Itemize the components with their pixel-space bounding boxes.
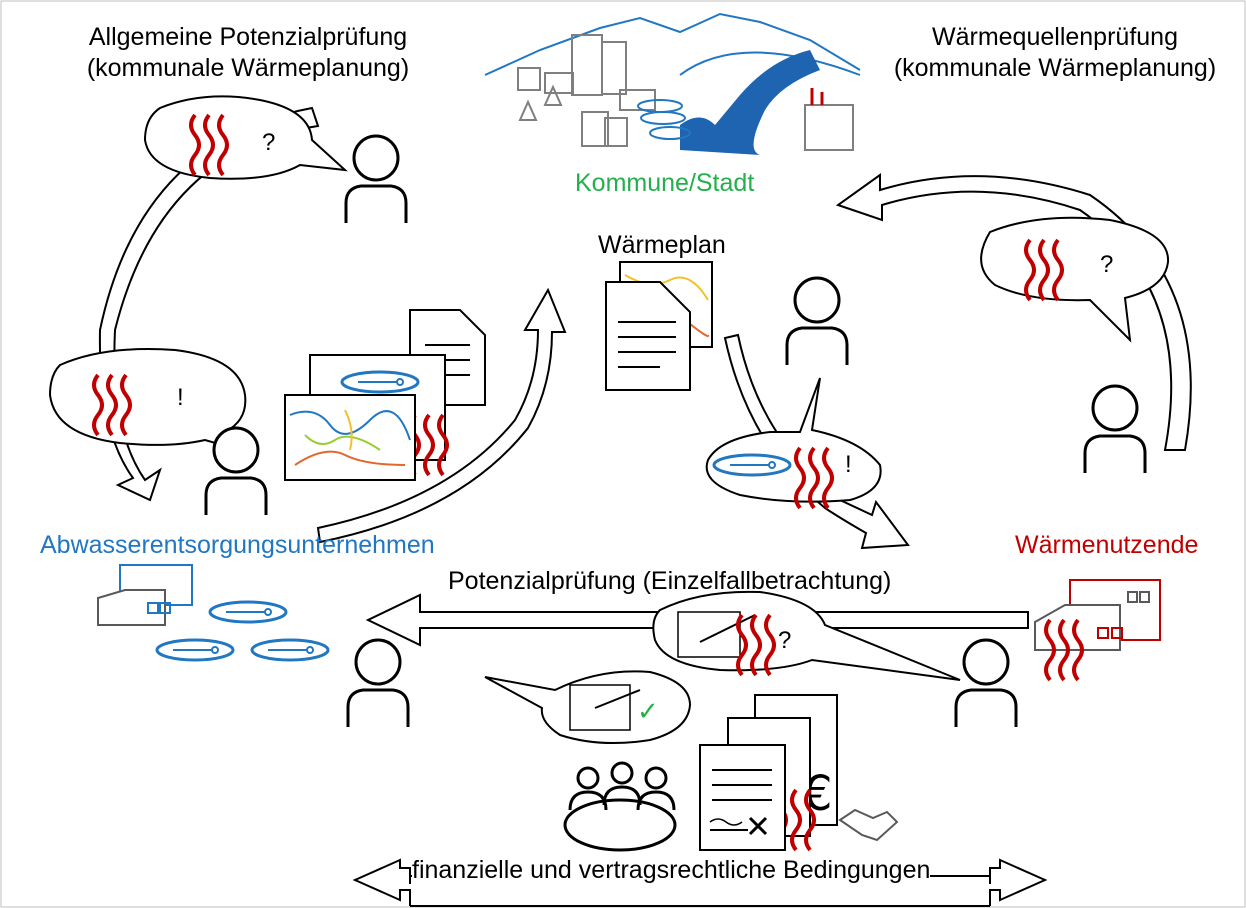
- label-individual-check: Potenzialprüfung (Einzelfallbetrachtung): [448, 567, 892, 595]
- bubble-top-left: ?: [143, 95, 348, 180]
- bubble-text-mid-left: !: [177, 384, 184, 411]
- person-bottom-right: [954, 638, 1018, 729]
- bubble-text-bottom-left: ✓: [637, 697, 659, 727]
- bubble-text-center: !: [845, 451, 852, 478]
- label-municipality: Kommune/Stadt: [575, 169, 755, 197]
- bubble-text-top-right: ?: [1100, 251, 1113, 278]
- label-heat-users: Wärmenutzende: [1015, 531, 1199, 559]
- arrow-general-check: [98, 106, 320, 502]
- arrow-to-heat-users: [723, 333, 910, 550]
- heat-user-building: [1034, 579, 1161, 682]
- label-financial-conditions: finanzielle und vertragsrechtliche Bedin…: [412, 855, 931, 887]
- person-mid-left: [204, 426, 268, 517]
- documents-left: [284, 309, 486, 481]
- label-wastewater-company: Abwasserentsorgungsunternehmen: [40, 531, 435, 559]
- label-source-check: Wärmequellenprüfung (kommunale Wärmeplan…: [893, 23, 1217, 83]
- bubble-top-right: ?: [980, 216, 1170, 343]
- bubble-center: !: [705, 377, 882, 510]
- person-bottom-left: [346, 638, 410, 729]
- person-right: [1083, 384, 1147, 475]
- wastewater-facility: [97, 564, 330, 662]
- city-illustration: [484, 12, 861, 155]
- contract-documents: €: [699, 694, 899, 852]
- meeting-icon: [563, 761, 677, 852]
- bubble-bottom-right: ?: [652, 590, 961, 681]
- handshake-icon: [838, 808, 899, 842]
- label-general-check: Allgemeine Potenzialprüfung (kommunale W…: [86, 23, 410, 83]
- arrow-financial-conditions: [352, 858, 1048, 906]
- bubble-bottom-left: ✓: [484, 670, 692, 745]
- bubble-text-top-left: ?: [262, 129, 275, 156]
- person-center: [785, 276, 849, 367]
- heat-plan-document: [605, 261, 713, 391]
- bubble-text-bottom-right: ?: [778, 627, 791, 654]
- label-heat-plan: Wärmeplan: [598, 231, 726, 259]
- person-top-left: [344, 134, 408, 225]
- arrow-to-heat-plan: [316, 287, 567, 544]
